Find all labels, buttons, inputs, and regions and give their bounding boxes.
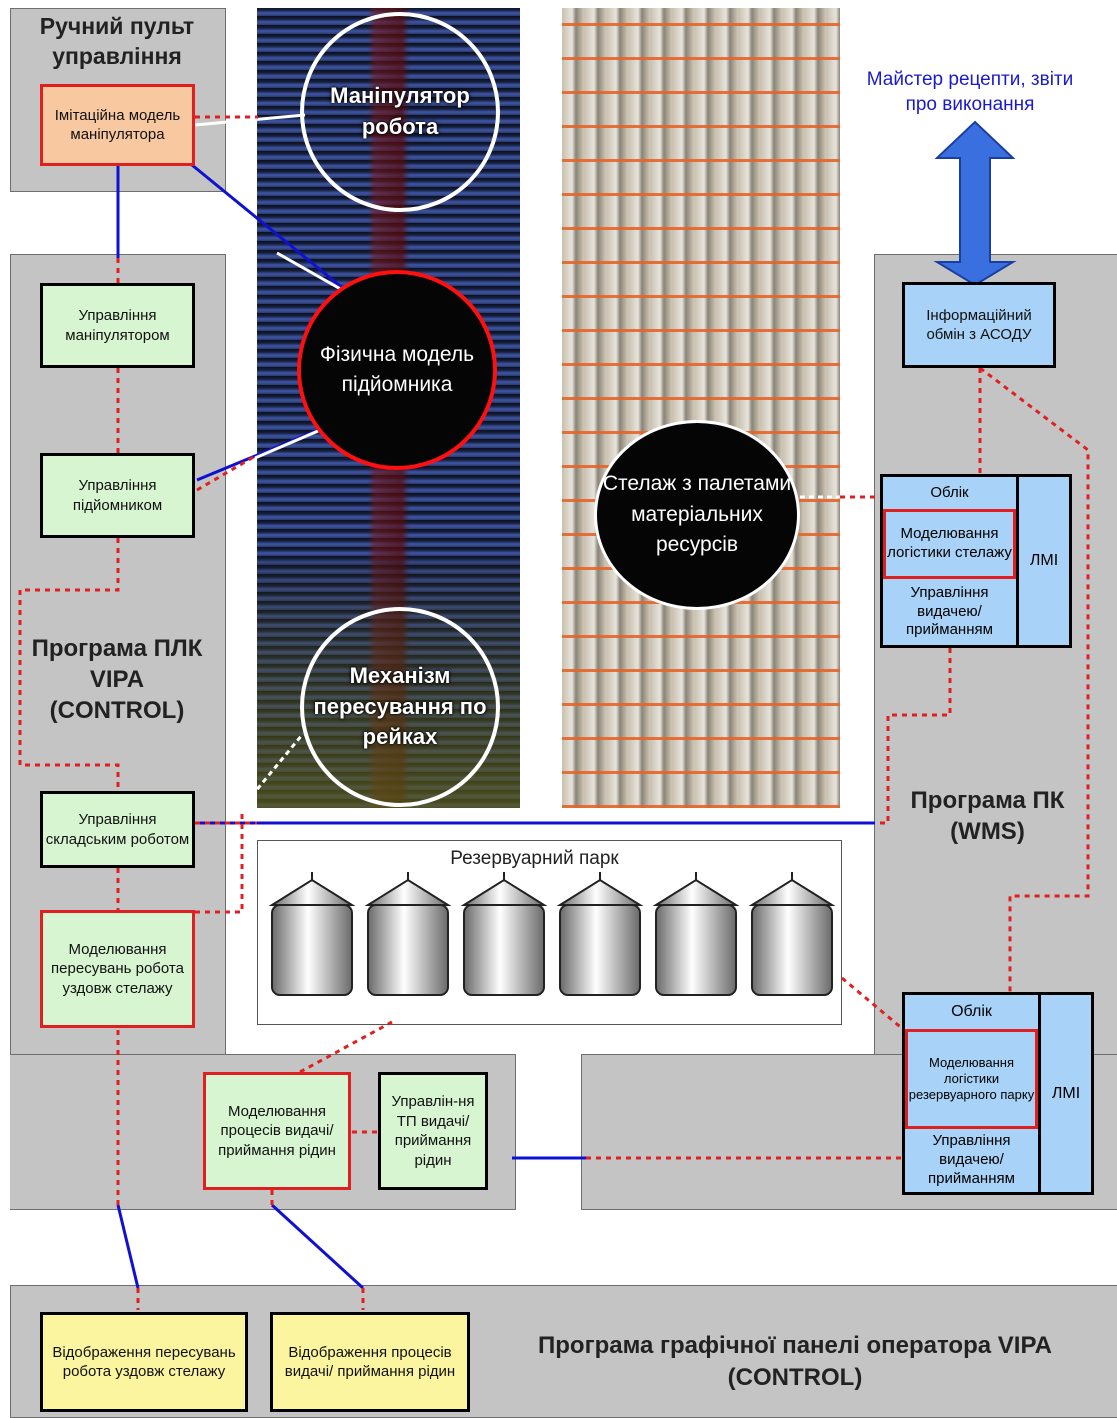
lower-hmi: ЛМІ — [1041, 995, 1091, 1192]
wms-top-label: Майстер рецепти, звіти про виконання — [860, 68, 1080, 117]
display-movement-box: Відображення пересувань робота уздовж ст… — [40, 1312, 248, 1412]
tp-control-box: Управлін-ня ТП видачі/ приймання рідин — [378, 1072, 488, 1190]
lift-control-box: Управління підйомником — [40, 453, 195, 538]
robot-control-box: Управління складським роботом — [40, 791, 195, 868]
plc-title: Програма ПЛК VIPA (CONTROL) — [28, 633, 206, 727]
movement-model-box: Моделювання пересувань робота уздовж сте… — [40, 910, 195, 1028]
upper-control: Управління видачею/ прийманням — [883, 579, 1016, 645]
manipulator-circle: Маніпулятор робота — [300, 12, 500, 212]
lower-control: Управління видачею/ прийманням — [905, 1129, 1038, 1192]
rack-circle: Стелаж з палетами матеріальних ресурсів — [594, 420, 800, 610]
lower-accounting: Облік — [905, 995, 1038, 1029]
lift-model-circle: Фізична модель підйомника — [297, 270, 497, 470]
operator-panel-title: Програма графічної панелі оператора VIPA… — [505, 1330, 1085, 1395]
info-exchange-box: Інформаційний обмін з АСОДУ — [902, 282, 1056, 368]
display-liquids-box: Відображення процесів видачі/ приймання … — [270, 1312, 470, 1412]
liquid-model-box: Моделювання процесів видачі/ приймання р… — [203, 1072, 351, 1190]
upper-accounting: Облік — [883, 477, 1016, 509]
upper-modeling: Моделювання логістики стелажу — [883, 509, 1016, 579]
wms-title: Програма ПК (WMS) — [880, 785, 1095, 847]
upper-hmi: ЛМІ — [1019, 477, 1069, 645]
manipulator-control-box: Управління маніпулятором — [40, 283, 195, 368]
lower-modeling: Моделювання логістики резервуарного парк… — [905, 1029, 1038, 1129]
rail-mechanism-circle: Механізм пересування по рейках — [300, 607, 500, 807]
imitation-model-box: Імітаційна модель маніпулятора — [40, 84, 195, 166]
manual-panel-title: Ручний пульт управління — [14, 12, 220, 72]
